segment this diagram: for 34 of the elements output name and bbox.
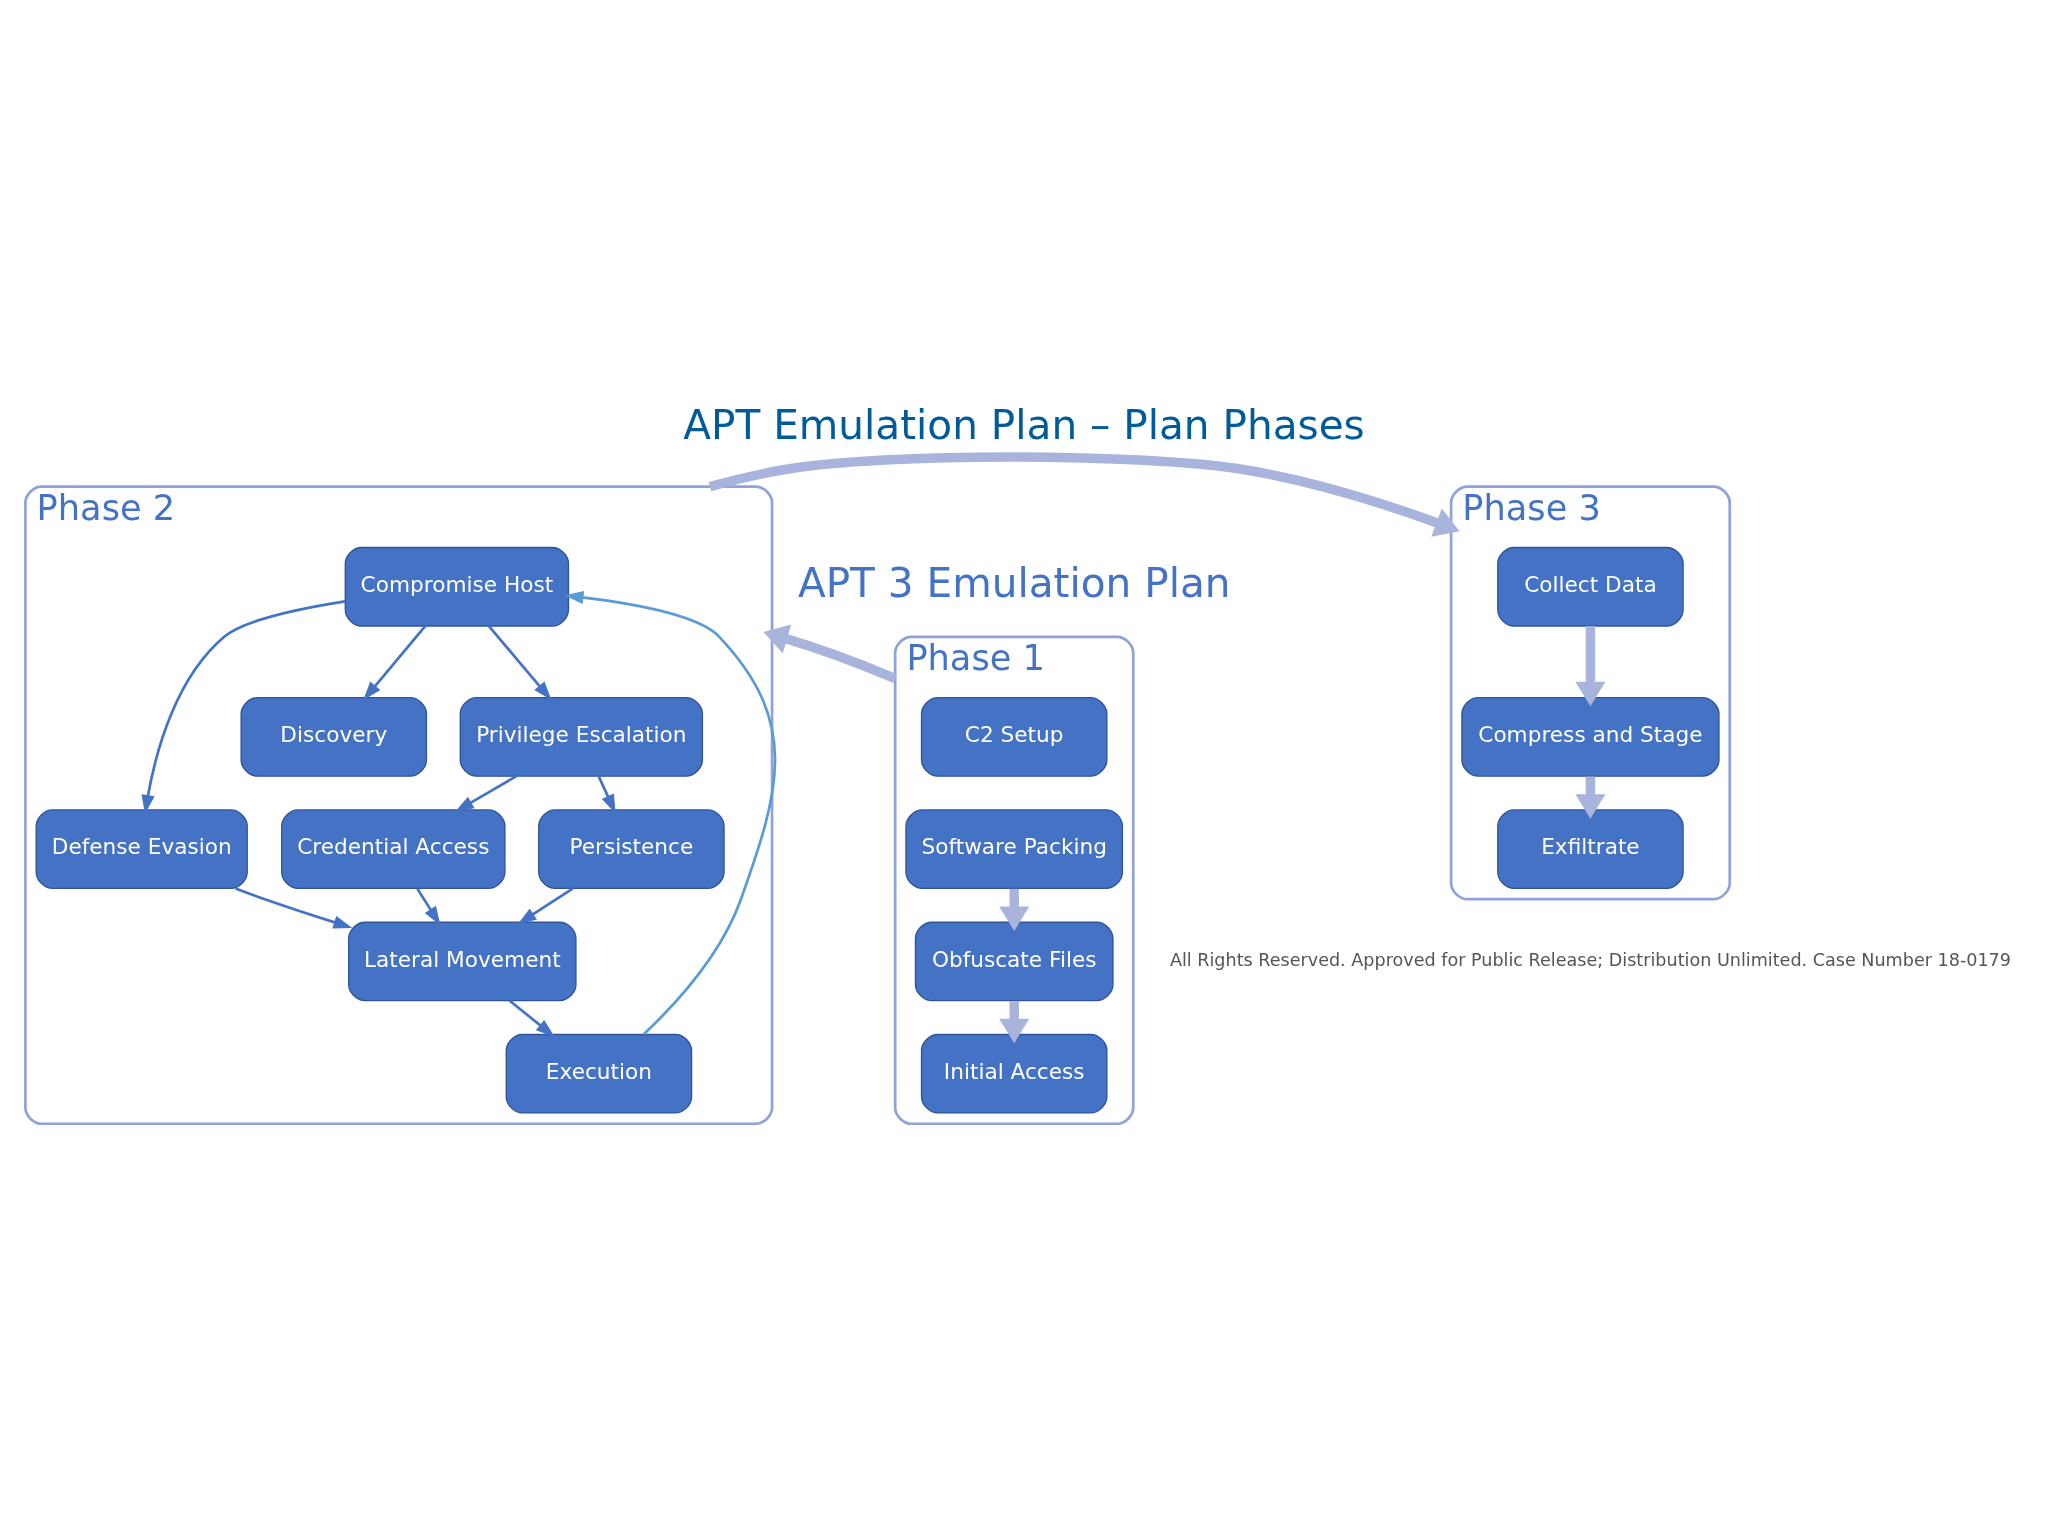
node-box: Obfuscate Files (914, 921, 1114, 1002)
node-box: Software Packing (905, 809, 1124, 890)
node-box: Persistence (538, 809, 725, 890)
arrow (597, 776, 616, 814)
node-box: Discovery (240, 697, 428, 777)
node-box: Execution (505, 1033, 693, 1114)
arrow (363, 625, 427, 701)
arrow (487, 625, 552, 701)
node-box: Initial Access (920, 1033, 1108, 1114)
arrow (454, 775, 517, 812)
node-box: Exfiltrate (1497, 809, 1684, 890)
node-box: Compress and Stage (1461, 697, 1720, 777)
label: APT 3 Emulation Plan (797, 558, 1231, 607)
arrow (1575, 776, 1606, 819)
arrow (999, 888, 1030, 932)
arrow (141, 599, 346, 814)
arrow (508, 999, 555, 1037)
arrow (235, 887, 353, 929)
node-box: Compromise Host (344, 546, 570, 627)
node-box: Lateral Movement (348, 921, 577, 1002)
arrow (1575, 626, 1606, 707)
arrow (517, 887, 574, 925)
arrow (416, 888, 441, 926)
label: All Rights Reserved. Approved for Public Release; Distribution Unlimited. Case Number 18-0179 (1169, 950, 2011, 971)
node-box: Collect Data (1497, 546, 1684, 627)
node-box: C2 Setup (920, 697, 1108, 777)
arrow (999, 1001, 1030, 1044)
arrow (708, 452, 1460, 537)
node-box: Privilege Escalation (459, 697, 704, 777)
arrow (564, 590, 777, 1036)
node-box: Credential Access (281, 809, 506, 890)
node-box: Defense Evasion (35, 809, 248, 890)
arrow (763, 624, 897, 683)
diagram-title: APT Emulation Plan – Plan Phases (683, 401, 1365, 450)
